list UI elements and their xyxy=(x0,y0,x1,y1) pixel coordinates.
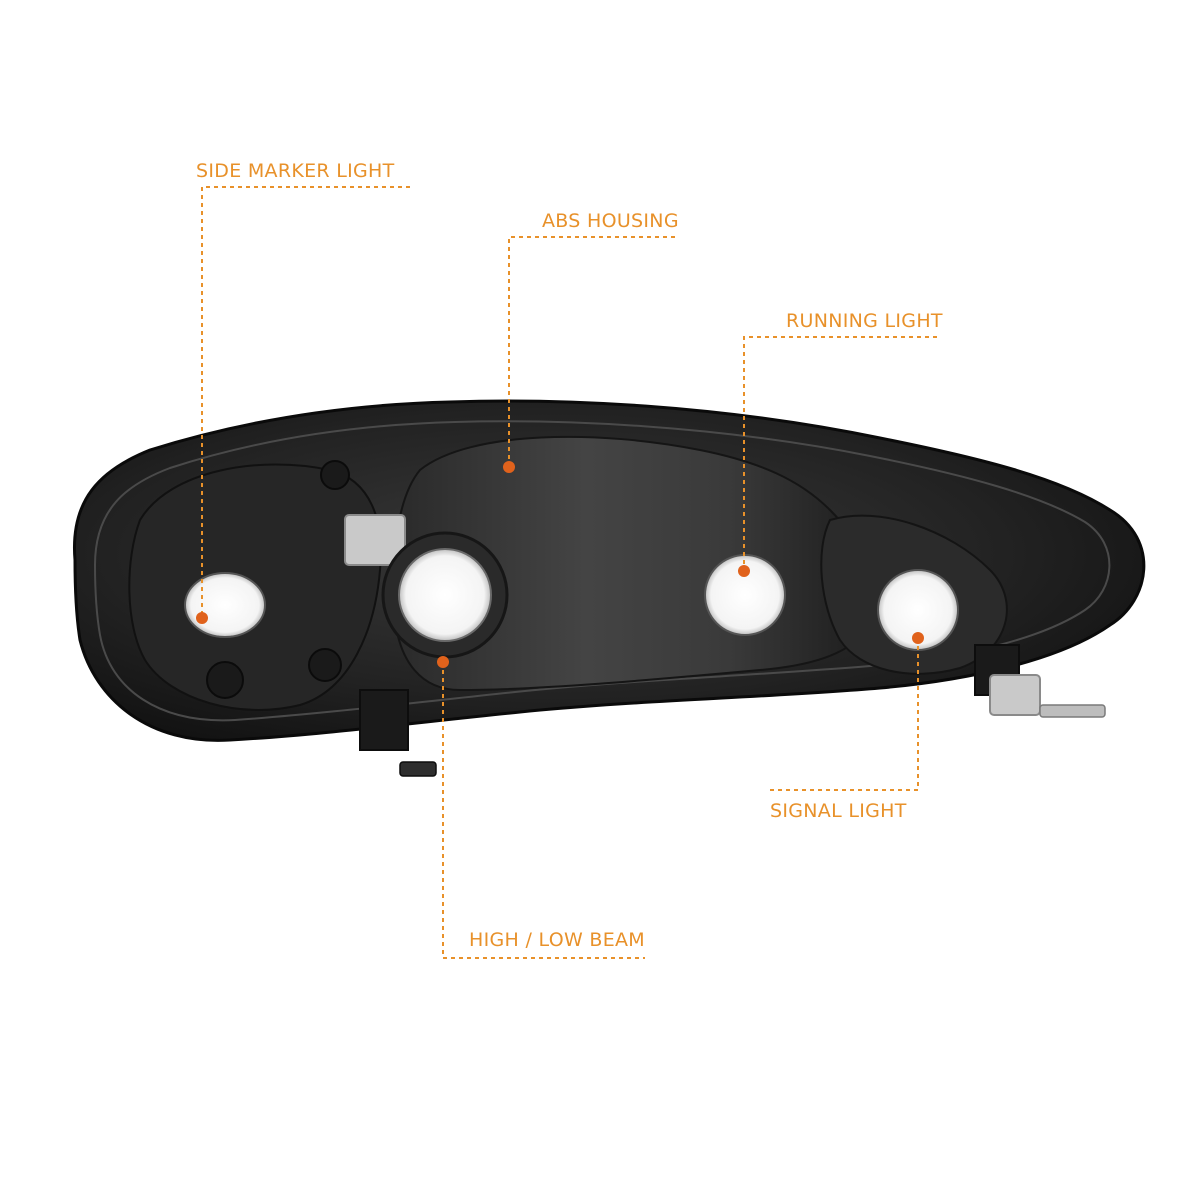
callout-abs-housing: ABS HOUSING xyxy=(542,210,679,232)
adjuster-screw-bottom xyxy=(399,761,437,777)
leader-signal-light xyxy=(770,638,919,791)
beam-opening xyxy=(398,548,492,642)
adjuster-block-left xyxy=(344,514,406,566)
callout-high-low-beam: HIGH / LOW BEAM xyxy=(469,929,646,951)
leader-side-marker xyxy=(201,186,410,618)
dot-high-low-beam xyxy=(437,656,449,668)
leader-high-low-beam xyxy=(442,662,645,959)
callout-running-light: RUNNING LIGHT xyxy=(786,310,943,332)
side-marker-opening xyxy=(184,572,266,638)
callout-side-marker-light: SIDE MARKER LIGHT xyxy=(196,160,395,182)
housing-rim xyxy=(93,420,1111,722)
adjuster-block-right xyxy=(989,674,1041,716)
cap-1 xyxy=(206,661,244,699)
adjuster-screw-right xyxy=(1039,704,1106,718)
marker-dots xyxy=(196,461,924,668)
dot-running-light xyxy=(738,565,750,577)
dot-abs-housing xyxy=(503,461,515,473)
mount-tab-bottom xyxy=(359,689,409,751)
leader-lines xyxy=(201,186,937,959)
leader-running-light xyxy=(743,336,937,571)
cap-2 xyxy=(308,648,342,682)
callout-signal-light: SIGNAL LIGHT xyxy=(770,800,907,822)
dot-signal-light xyxy=(912,632,924,644)
dot-side-marker xyxy=(196,612,208,624)
cap-3 xyxy=(320,460,350,490)
